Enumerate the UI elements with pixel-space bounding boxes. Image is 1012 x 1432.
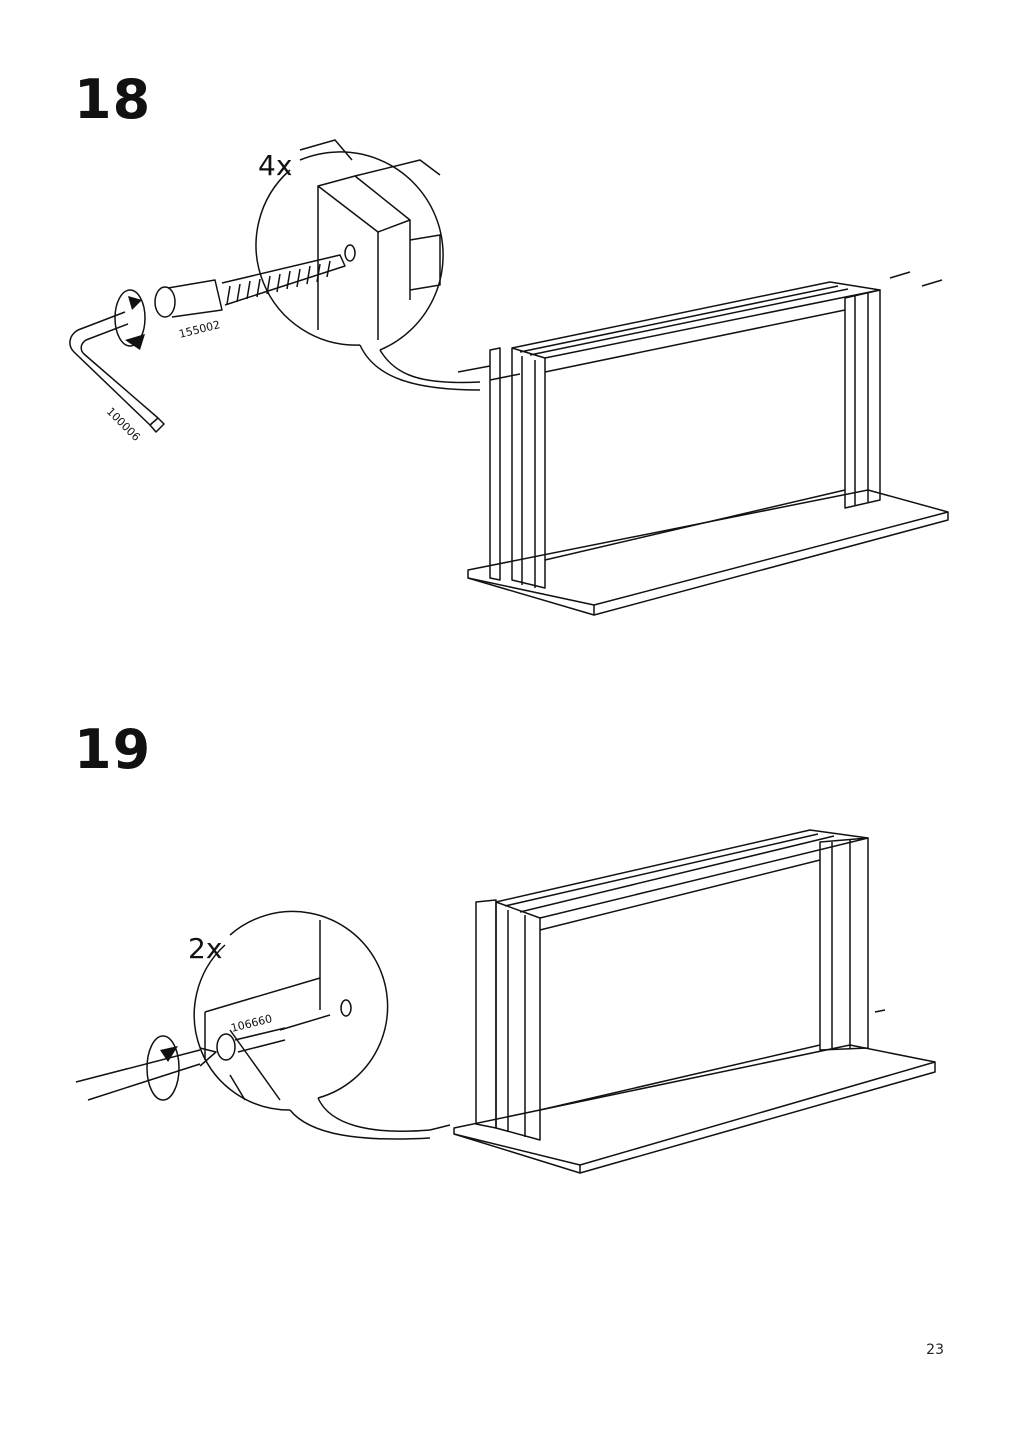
- screwdriver-icon: [75, 1035, 217, 1101]
- step-19-illustration: 2x 106660: [75, 829, 936, 1174]
- shelf-unit-18: [467, 281, 949, 616]
- detail-magnifier: [255, 139, 481, 391]
- shelf-unit-19: [453, 829, 936, 1174]
- detail-magnifier: [193, 910, 431, 1140]
- screw-155002-icon: [154, 254, 346, 318]
- step-number-18: 18: [74, 68, 152, 131]
- step-18-illustration: 4x 155002 100006: [69, 139, 949, 616]
- part-number-screw: 106660: [230, 1012, 274, 1035]
- rotate-arrow-icon: [114, 289, 146, 347]
- quantity-label: 4x: [258, 149, 292, 182]
- page-number: 23: [926, 1342, 944, 1358]
- part-number-screw: 155002: [178, 318, 222, 341]
- allen-key-100006-icon: [69, 311, 165, 433]
- screw-106660-icon: [216, 1027, 286, 1061]
- quantity-label: 2x: [188, 932, 222, 965]
- step-number-19: 19: [74, 718, 152, 781]
- part-number-tool: 100006: [104, 405, 143, 444]
